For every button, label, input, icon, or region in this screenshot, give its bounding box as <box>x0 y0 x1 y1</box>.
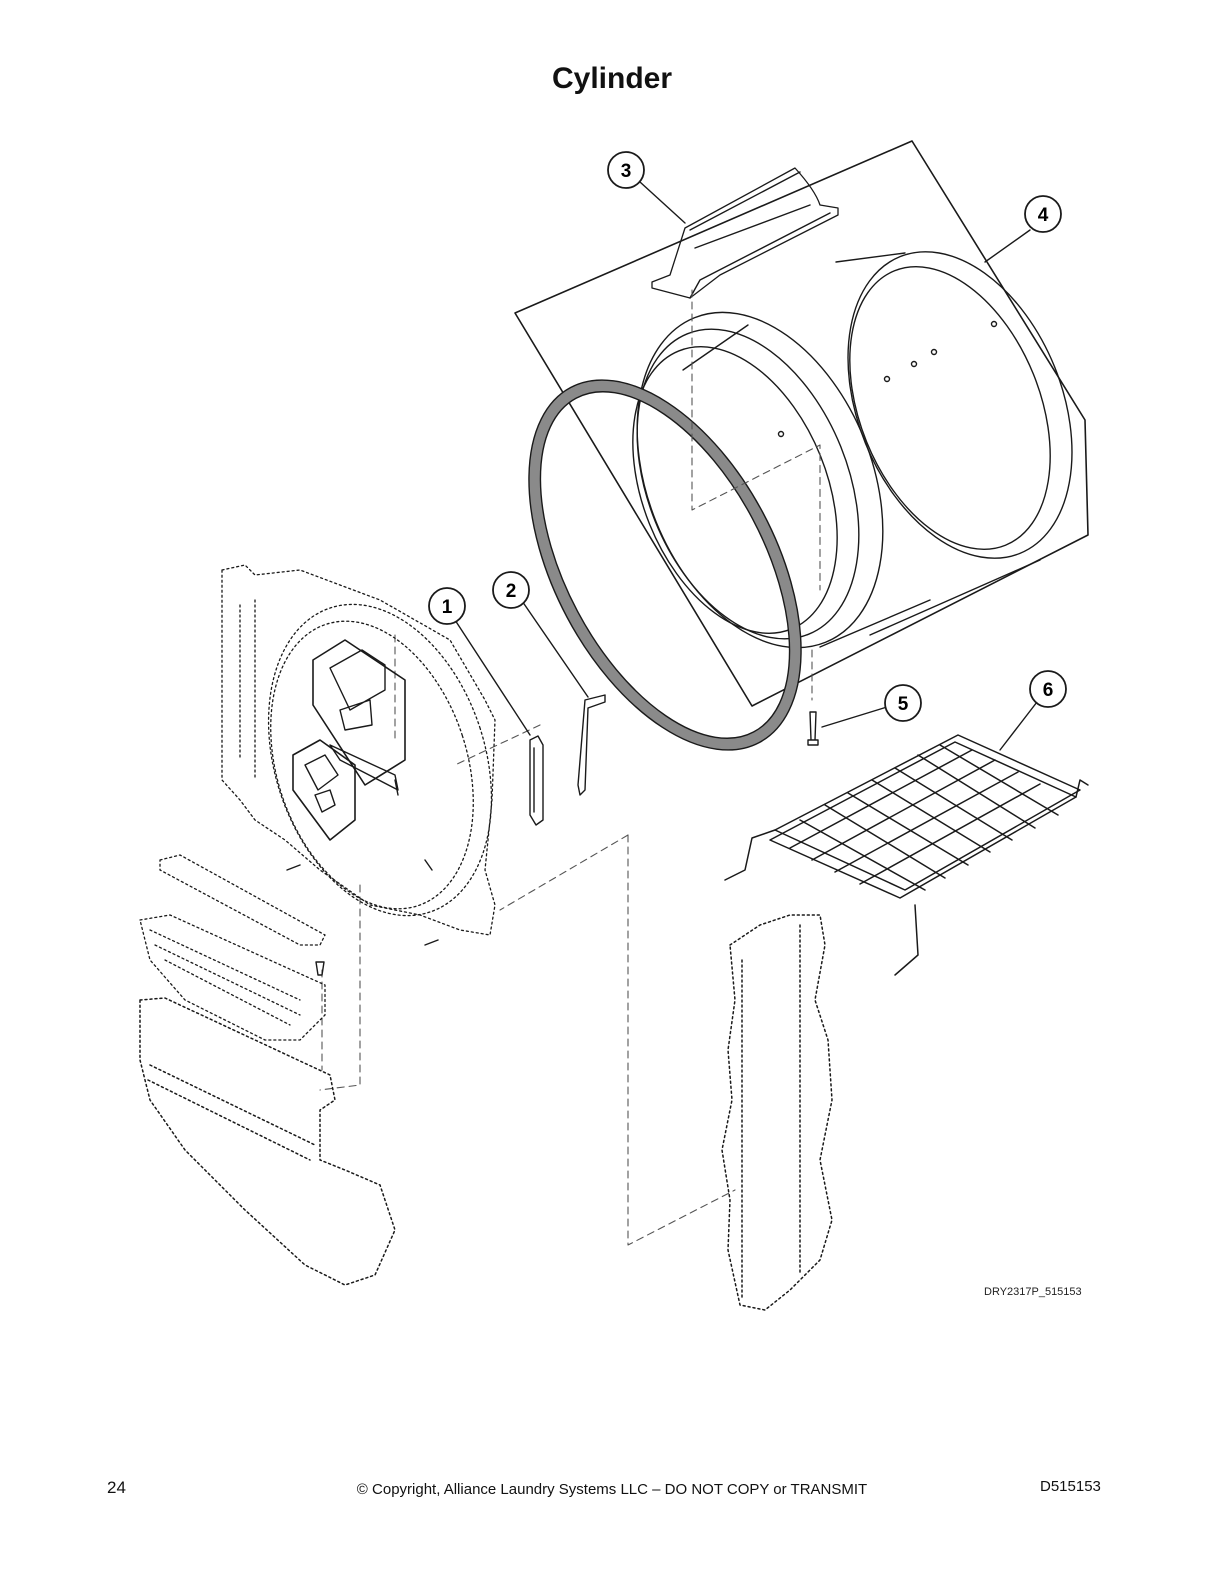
page-number: 24 <box>107 1478 126 1497</box>
assembly-bracket <box>514 140 1089 707</box>
drawing-id: DRY2317P_515153 <box>984 1286 1082 1298</box>
svg-text:5: 5 <box>898 694 909 715</box>
document-number: D515153 <box>1040 1478 1101 1495</box>
callout-1: 1 <box>428 587 466 625</box>
drum-baffle <box>651 167 839 299</box>
side-panel <box>721 914 833 1311</box>
drum-front-seal <box>528 379 802 751</box>
front-bulkhead <box>221 564 496 936</box>
svg-text:3: 3 <box>621 161 632 182</box>
lint-duct <box>139 997 396 1286</box>
callout-2: 2 <box>492 571 530 609</box>
svg-text:2: 2 <box>506 581 517 602</box>
copyright-notice: © Copyright, Alliance Laundry Systems LL… <box>356 1481 868 1498</box>
svg-text:6: 6 <box>1043 680 1054 701</box>
sensor-box <box>312 639 406 786</box>
page-title: Cylinder <box>551 62 673 95</box>
drum-cylinder <box>632 251 1073 649</box>
hinge-bracket-2 <box>577 694 606 796</box>
svg-text:1: 1 <box>442 597 453 618</box>
mounting-screw <box>807 711 819 746</box>
hinge-bracket-1 <box>529 735 544 826</box>
callout-6: 6 <box>1029 670 1067 708</box>
callout-3: 3 <box>607 151 645 189</box>
svg-text:4: 4 <box>1038 205 1049 226</box>
callout-5: 5 <box>884 684 922 722</box>
callout-4: 4 <box>1024 195 1062 233</box>
support-rack <box>724 734 1089 976</box>
thermostat-box <box>292 739 356 841</box>
lint-filter <box>139 854 326 1041</box>
